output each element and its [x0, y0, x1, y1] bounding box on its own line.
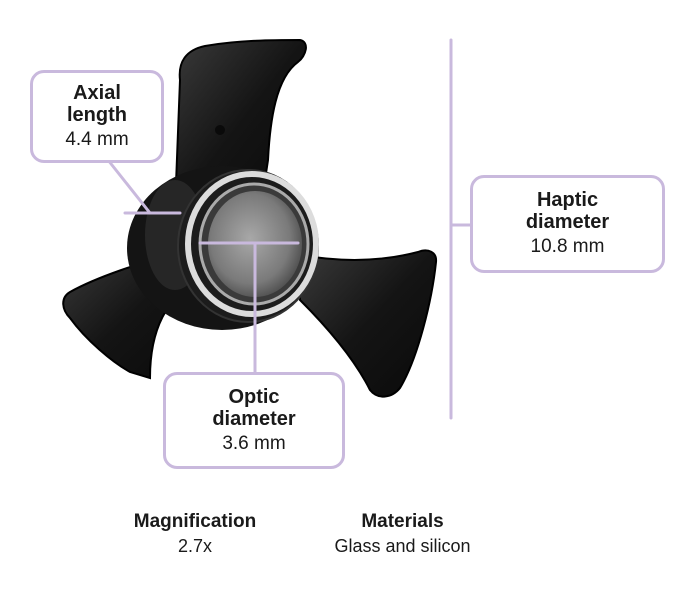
- magnification-label: Magnification: [133, 511, 257, 532]
- haptic-diameter-title-line2: diameter: [525, 211, 610, 233]
- axial-length-title-line2: length: [67, 103, 127, 126]
- optic-diameter-title-line1: Optic: [228, 385, 280, 408]
- haptic-arm-right: [299, 249, 438, 398]
- magnification-value: 2.7x: [177, 536, 213, 556]
- axial-length-callout: Axial length 4.4 mm: [30, 70, 164, 163]
- materials-label: Materials: [361, 511, 444, 532]
- haptic-diameter-value: 10.8 mm: [530, 236, 605, 257]
- optic-diameter-title-line2: diameter: [212, 407, 296, 430]
- axial-length-title-line1: Axial: [73, 81, 121, 104]
- materials-spec: Materials Glass and silicon: [310, 510, 495, 558]
- haptic-diameter-title-line1: Haptic: [536, 189, 599, 211]
- optic-diameter-value: 3.6 mm: [222, 432, 286, 454]
- axial-leader-diagonal: [106, 158, 152, 215]
- magnification-spec: Magnification 2.7x: [110, 510, 280, 558]
- haptic-diameter-callout: Haptic diameter 10.8 mm: [470, 175, 665, 273]
- lens-dot: [215, 125, 225, 135]
- materials-value: Glass and silicon: [334, 536, 471, 556]
- axial-length-value: 4.4 mm: [65, 128, 129, 150]
- optic-diameter-callout: Optic diameter 3.6 mm: [163, 372, 345, 469]
- leader-lines: [106, 38, 472, 420]
- lens-rim: [185, 171, 319, 317]
